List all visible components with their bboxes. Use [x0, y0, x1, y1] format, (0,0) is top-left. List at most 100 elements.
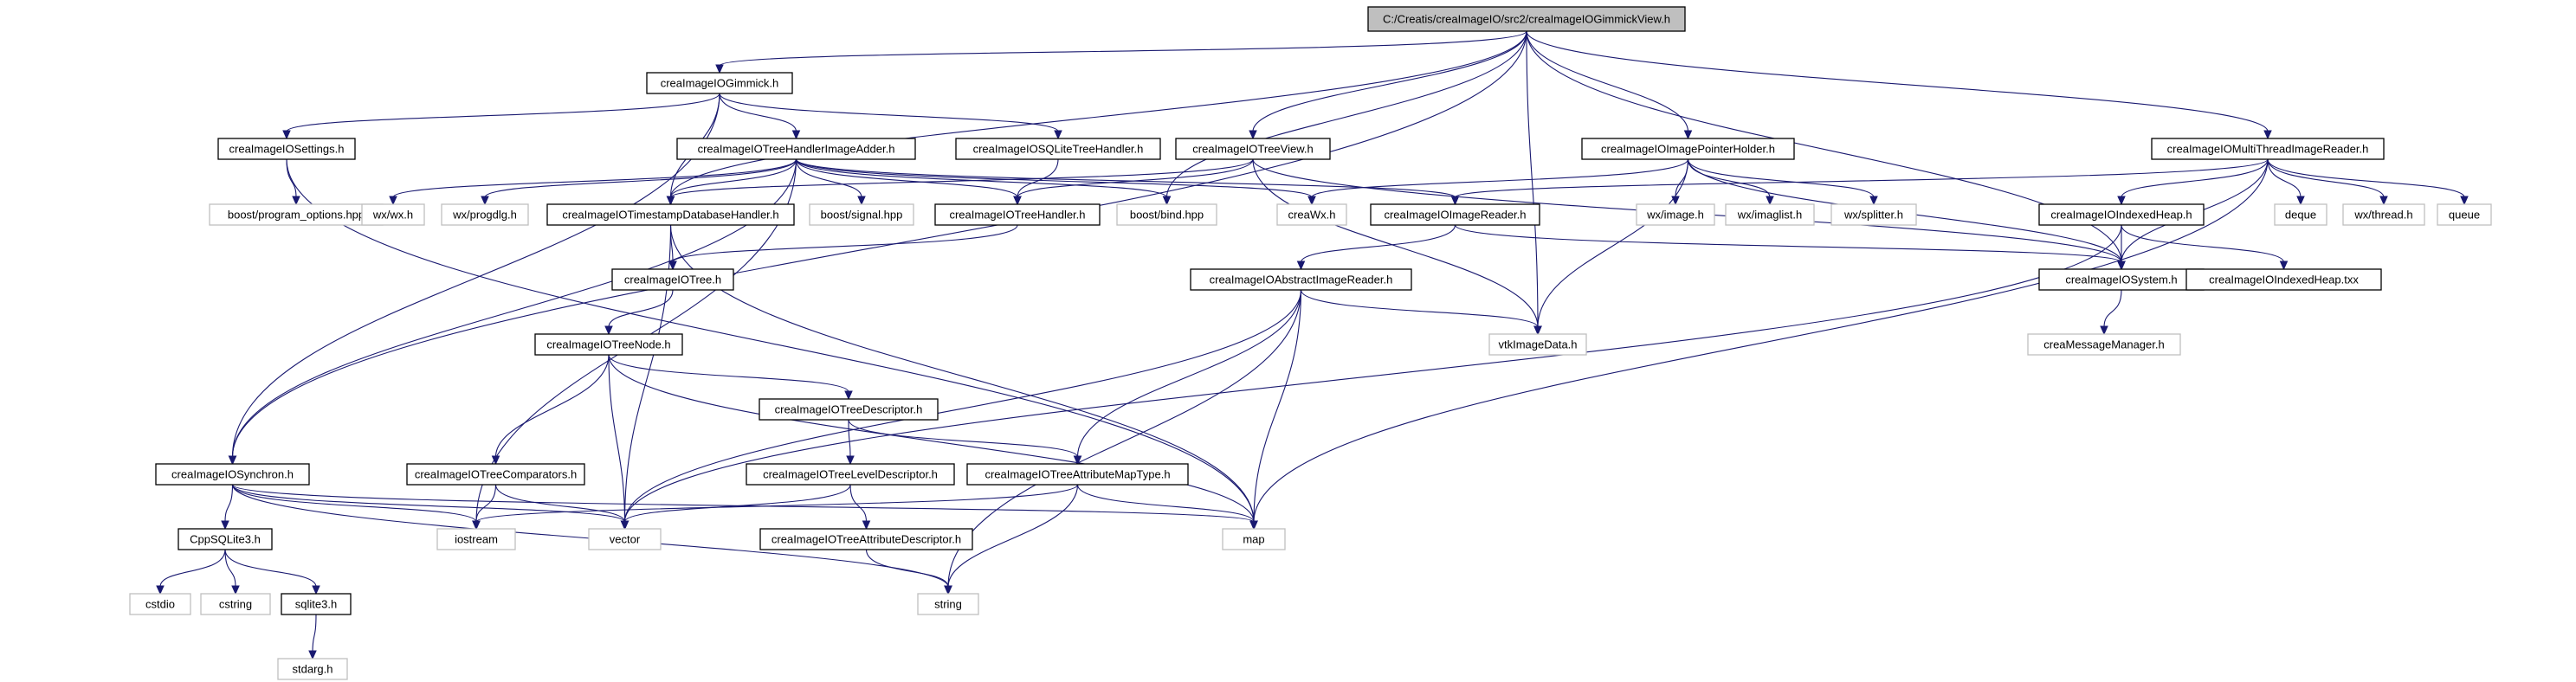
- node-bbind[interactable]: boost/bind.hpp: [1116, 203, 1217, 226]
- node-leveldesc[interactable]: creaImageIOTreeLevelDescriptor.h: [746, 463, 955, 486]
- edge-arrowhead-thia-to-wxprog: [481, 196, 489, 206]
- edge-arrowhead-treedesc-to-attrmap: [1073, 455, 1082, 466]
- node-label-vtkimg: vtkImageData.h: [1498, 338, 1577, 351]
- node-imgreader[interactable]: creaImageIOImageReader.h: [1370, 203, 1540, 226]
- node-map[interactable]: map: [1222, 528, 1286, 550]
- edge-root-to-mtir: [1526, 30, 2269, 132]
- node-string[interactable]: string: [917, 593, 979, 615]
- edge-arrowhead-idxheap-to-system: [2117, 261, 2126, 271]
- node-label-imgreader: creaImageIOImageReader.h: [1384, 209, 1526, 222]
- node-deque[interactable]: deque: [2274, 203, 2327, 226]
- node-cppsqlite[interactable]: CppSQLite3.h: [178, 528, 273, 550]
- node-mtir[interactable]: creaImageIOMultiThreadImageReader.h: [2151, 138, 2385, 160]
- node-cstdio[interactable]: cstdio: [129, 593, 191, 615]
- edge-attrmap-to-map: [1076, 484, 1255, 523]
- node-system[interactable]: creaImageIOSystem.h: [2038, 268, 2205, 291]
- node-msgmgr[interactable]: creaMessageManager.h: [2027, 333, 2181, 356]
- edge-arrowhead-mtir-to-idxheap: [2117, 196, 2126, 206]
- edge-arrowhead-iph-to-wximage: [1671, 196, 1680, 206]
- edge-leveldesc-to-attrdesc: [849, 484, 868, 523]
- node-label-creawx: creaWx.h: [1288, 209, 1336, 222]
- node-label-leveldesc: creaImageIOTreeLevelDescriptor.h: [763, 468, 938, 481]
- node-iph[interactable]: creaImageIOImagePointerHolder.h: [1581, 138, 1795, 160]
- edge-arrowhead-iph-to-wxsplit: [1869, 196, 1878, 206]
- edge-imgreader-to-absreader: [1300, 224, 1456, 263]
- node-root[interactable]: C:/Creatis/creaImageIO/src2/creaImageIOG…: [1367, 6, 1686, 32]
- edge-synchron-to-iostream: [231, 484, 477, 523]
- node-creawx[interactable]: creaWx.h: [1276, 203, 1347, 226]
- edge-mtir-to-deque: [2267, 158, 2302, 198]
- node-wxwx[interactable]: wx/wx.h: [361, 203, 425, 226]
- node-idxheaptxx[interactable]: creaImageIOIndexedHeap.txx: [2185, 268, 2382, 291]
- node-box-bsig: [809, 203, 914, 226]
- node-absreader[interactable]: creaImageIOAbstractImageReader.h: [1190, 268, 1412, 291]
- node-treedesc[interactable]: creaImageIOTreeDescriptor.h: [759, 398, 939, 421]
- edge-iph-to-creawx: [1311, 158, 1689, 198]
- node-attrdesc[interactable]: creaImageIOTreeAttributeDescriptor.h: [759, 528, 973, 550]
- node-box-bpo: [209, 203, 384, 226]
- node-tree[interactable]: creaImageIOTree.h: [611, 268, 734, 291]
- node-vector[interactable]: vector: [588, 528, 662, 550]
- node-idxheap[interactable]: creaImageIOIndexedHeap.h: [2038, 203, 2205, 226]
- node-box-treenode: [534, 333, 683, 356]
- edge-root-to-gimmick: [719, 30, 1527, 67]
- edge-arrowhead-root-to-mtir: [2263, 130, 2272, 140]
- edge-attrmap-to-string: [947, 484, 1079, 588]
- node-label-treeview: creaImageIOTreeView.h: [1192, 143, 1313, 156]
- node-treenode[interactable]: creaImageIOTreeNode.h: [534, 333, 683, 356]
- edge-treeview-to-treehandler: [1017, 158, 1254, 198]
- node-label-idxheaptxx: creaImageIOIndexedHeap.txx: [2209, 273, 2359, 286]
- edge-arrowhead-settings-to-bpo: [292, 196, 300, 206]
- edge-imgreader-to-system: [1454, 224, 2122, 263]
- node-label-attrmap: creaImageIOTreeAttributeMapType.h: [985, 468, 1170, 481]
- node-settings[interactable]: creaImageIOSettings.h: [217, 138, 356, 160]
- edge-leveldesc-to-vector: [623, 484, 851, 523]
- node-wxsplit[interactable]: wx/splitter.h: [1830, 203, 1917, 226]
- node-label-iph: creaImageIOImagePointerHolder.h: [1601, 143, 1775, 156]
- edge-arrowhead-gimmick-to-settings: [282, 130, 291, 140]
- node-wximglist[interactable]: wx/imaglist.h: [1725, 203, 1815, 226]
- node-box-string: [917, 593, 979, 615]
- node-box-treeview: [1175, 138, 1331, 160]
- node-label-bbind: boost/bind.hpp: [1130, 209, 1204, 222]
- edge-iph-to-vtkimg: [1537, 158, 1689, 328]
- edge-treenode-to-vector: [608, 354, 626, 523]
- node-box-treecomp: [406, 463, 585, 486]
- edge-iph-to-wxsplit: [1687, 158, 1875, 198]
- node-sqlite_th[interactable]: creaImageIOSQLiteTreeHandler.h: [955, 138, 1161, 160]
- node-stdarg[interactable]: stdarg.h: [277, 658, 348, 680]
- node-vtkimg[interactable]: vtkImageData.h: [1488, 333, 1587, 356]
- node-gimmick[interactable]: creaImageIOGimmick.h: [646, 72, 793, 94]
- node-bpo[interactable]: boost/program_options.hpp: [209, 203, 384, 226]
- node-iostream[interactable]: iostream: [436, 528, 516, 550]
- node-bsig[interactable]: boost/signal.hpp: [809, 203, 914, 226]
- node-label-string: string: [934, 598, 962, 611]
- node-thia[interactable]: creaImageIOTreeHandlerImageAdder.h: [676, 138, 916, 160]
- node-wximage[interactable]: wx/image.h: [1636, 203, 1715, 226]
- node-cstring[interactable]: cstring: [200, 593, 271, 615]
- node-tsdb[interactable]: creaImageIOTimestampDatabaseHandler.h: [546, 203, 795, 226]
- node-treecomp[interactable]: creaImageIOTreeComparators.h: [406, 463, 585, 486]
- node-synchron[interactable]: creaImageIOSynchron.h: [155, 463, 310, 486]
- node-treehandler[interactable]: creaImageIOTreeHandler.h: [934, 203, 1101, 226]
- edge-root-to-synchron: [231, 30, 1527, 458]
- node-box-mtir: [2151, 138, 2385, 160]
- node-box-map: [1222, 528, 1286, 550]
- node-sqlite3[interactable]: sqlite3.h: [281, 593, 352, 615]
- node-attrmap[interactable]: creaImageIOTreeAttributeMapType.h: [966, 463, 1189, 486]
- node-wxthread[interactable]: wx/thread.h: [2342, 203, 2425, 226]
- edge-system-to-msgmgr: [2103, 289, 2122, 328]
- node-label-gimmick: creaImageIOGimmick.h: [661, 77, 779, 90]
- node-label-tree: creaImageIOTree.h: [624, 273, 721, 286]
- node-wxprog[interactable]: wx/progdlg.h: [441, 203, 529, 226]
- node-treeview[interactable]: creaImageIOTreeView.h: [1175, 138, 1331, 160]
- node-label-treecomp: creaImageIOTreeComparators.h: [415, 468, 577, 481]
- edge-arrowhead-gimmick-to-sqlite_th: [1054, 130, 1062, 140]
- node-queue[interactable]: queue: [2437, 203, 2492, 226]
- node-box-imgreader: [1370, 203, 1540, 226]
- edge-arrowhead-leveldesc-to-attrdesc: [862, 520, 871, 531]
- node-label-wxprog: wx/progdlg.h: [452, 209, 517, 222]
- edge-arrowhead-iph-to-creawx: [1307, 196, 1316, 206]
- node-label-treenode: creaImageIOTreeNode.h: [546, 338, 670, 351]
- edge-root-to-iph: [1526, 30, 1689, 132]
